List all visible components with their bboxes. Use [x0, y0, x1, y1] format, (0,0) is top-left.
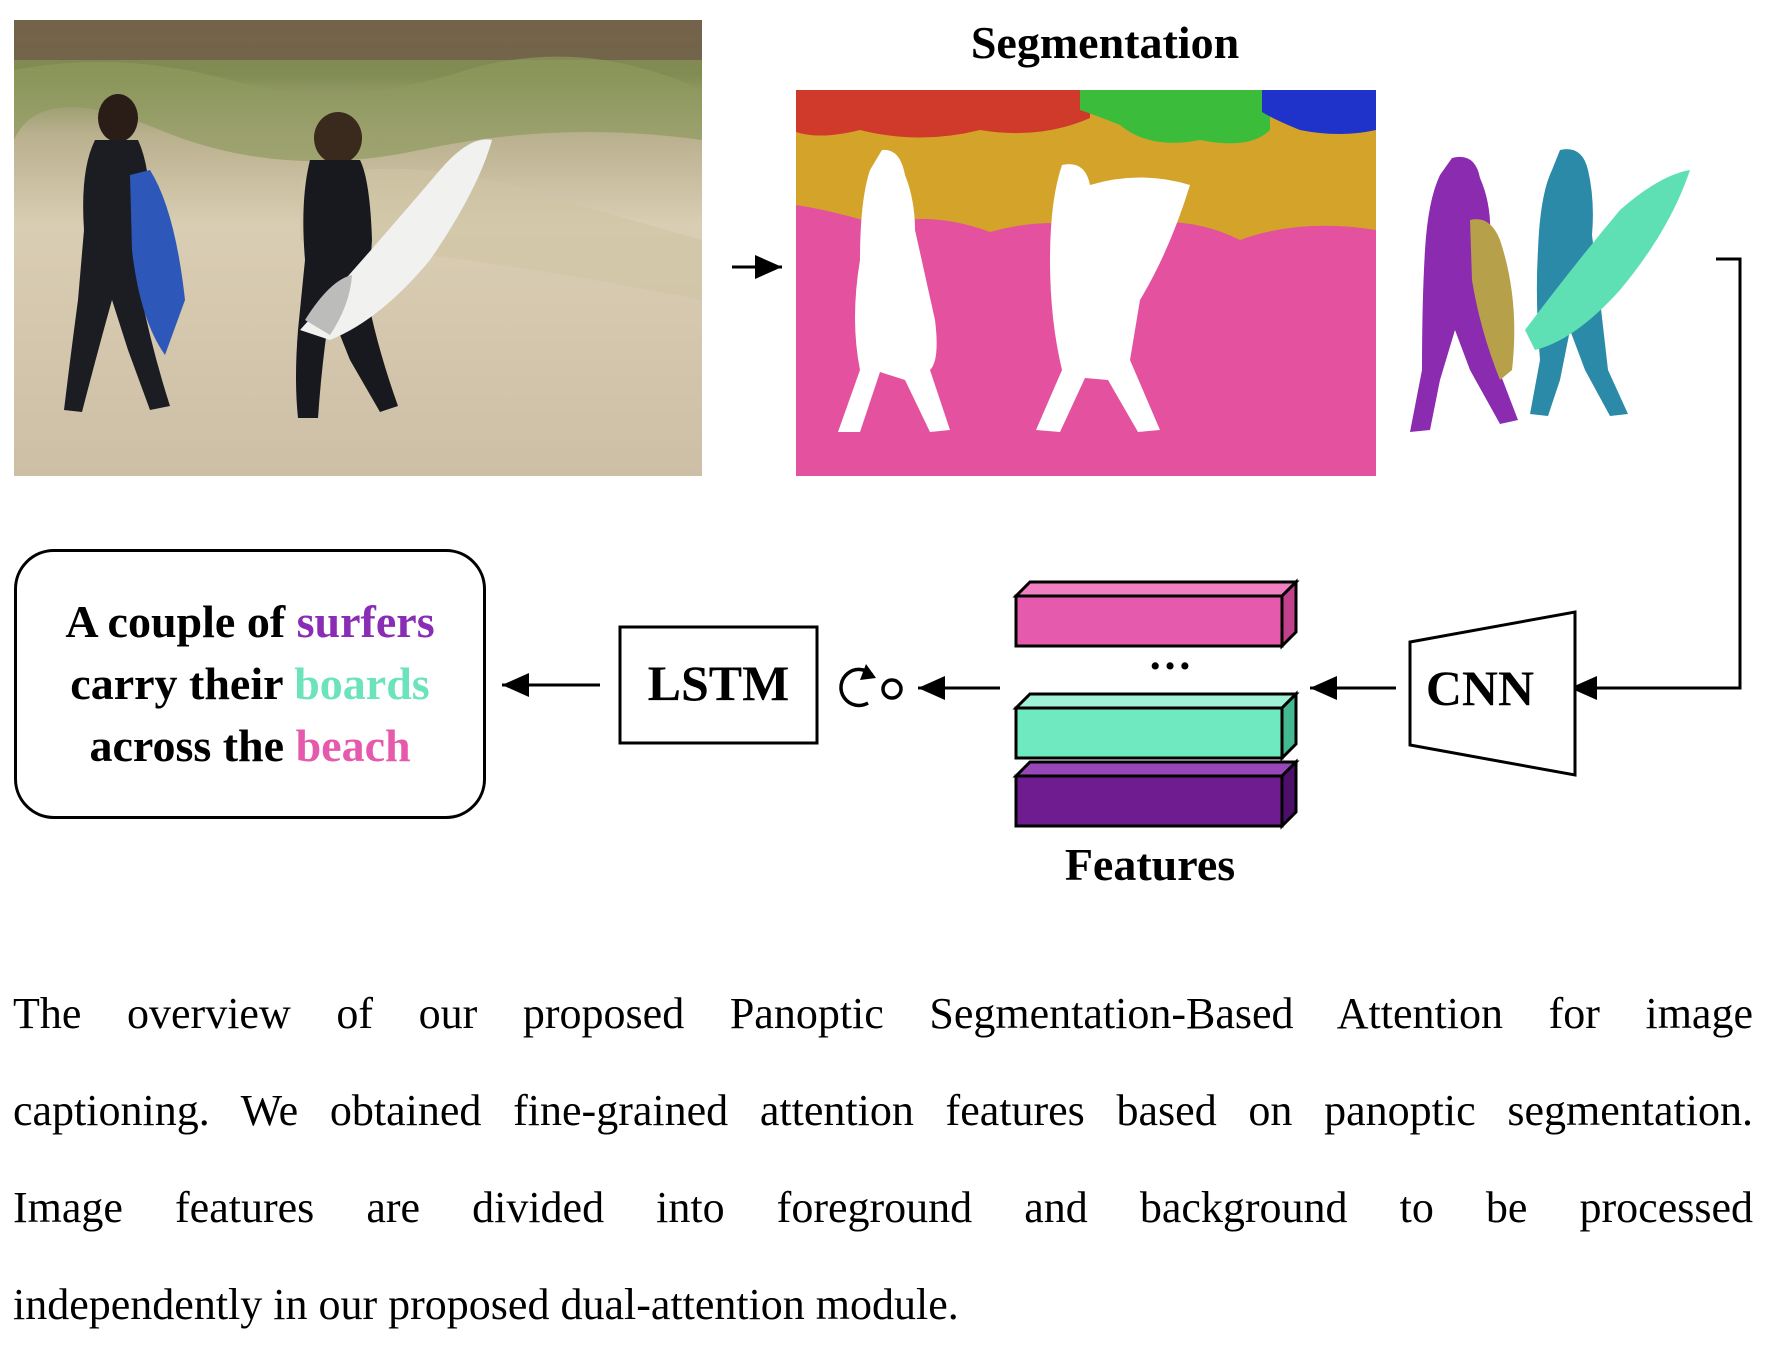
- lstm-label: LSTM: [647, 655, 790, 711]
- feature-ellipsis: …: [1148, 630, 1192, 679]
- cnn-label: CNN: [1425, 660, 1535, 716]
- photo-person-right: [296, 112, 492, 418]
- caption-text: A couple of: [65, 596, 297, 647]
- segmentation-map: [796, 90, 1376, 476]
- figure-description: The overview of our proposed Panoptic Se…: [13, 965, 1753, 1353]
- description-line-2: captioning. We obtained fine-grained att…: [13, 1086, 1753, 1135]
- generated-caption-box: A couple of surfers carry their boards a…: [14, 549, 486, 819]
- features-title: Features: [1064, 839, 1236, 890]
- caption-keyword-surfers: surfers: [296, 596, 435, 647]
- input-photo: [14, 20, 702, 476]
- segmentation-title: Segmentation: [970, 17, 1240, 68]
- caption-text: carry their: [70, 658, 295, 709]
- cnn-trapezoid: [1408, 610, 1577, 777]
- feature-bar-pink: [1012, 578, 1300, 650]
- photo-person-left: [64, 94, 185, 412]
- recurrent-loop-icon: [839, 664, 903, 708]
- description-line-1: The overview of our proposed Panoptic Se…: [13, 989, 1753, 1038]
- caption-line-1: A couple of surfers: [65, 591, 434, 653]
- caption-line-3: across the beach: [89, 715, 410, 777]
- seg-people-mask: [838, 149, 1190, 433]
- instance-masks: [1410, 149, 1690, 432]
- caption-text: across the: [89, 720, 296, 771]
- description-line-4: independently in our proposed dual-atten…: [13, 1280, 959, 1329]
- seg-region-green: [1080, 90, 1270, 144]
- instance-board-olive: [1470, 219, 1515, 380]
- caption-line-2: carry their boards: [70, 653, 429, 715]
- instance-board-green: [1525, 170, 1690, 350]
- seg-region-blue: [1262, 90, 1376, 134]
- arrow-masks-to-cnn: [1570, 257, 1742, 700]
- feature-bar-purple: [1012, 758, 1300, 830]
- seg-region-red: [796, 90, 1090, 138]
- instance-person-purple: [1410, 156, 1518, 432]
- lstm-box: [618, 625, 819, 745]
- feature-bar-teal: [1012, 690, 1300, 762]
- description-line-3: Image features are divided into foregrou…: [13, 1183, 1753, 1232]
- caption-keyword-beach: beach: [295, 720, 411, 771]
- caption-keyword-boards: boards: [294, 658, 430, 709]
